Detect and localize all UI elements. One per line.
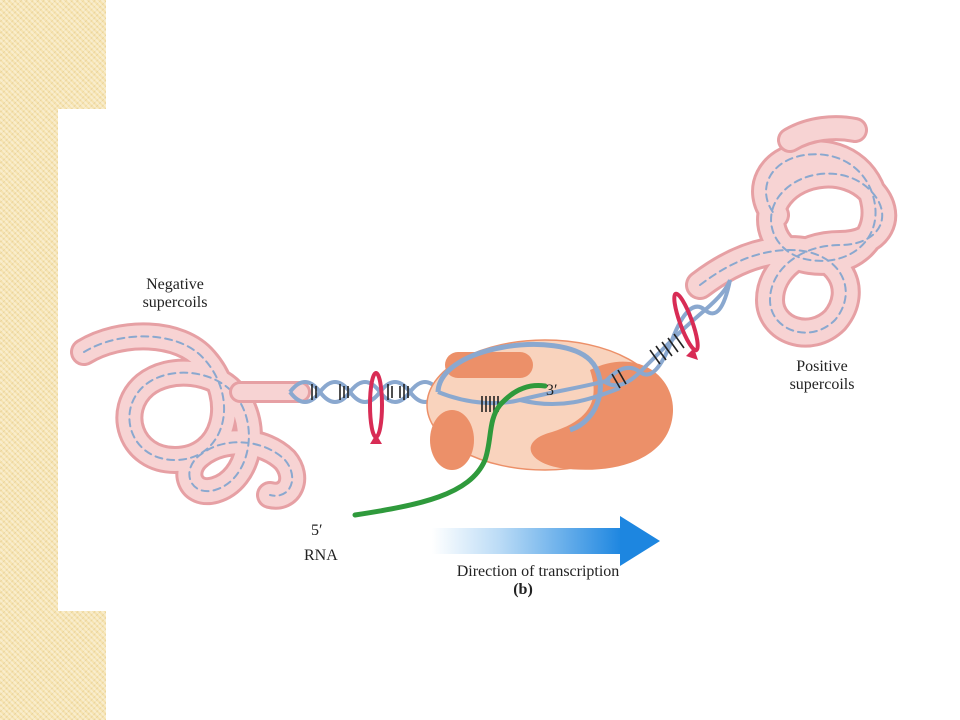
positive-supercoils-label: Positive supercoils	[789, 358, 855, 393]
left-dna-helix	[288, 380, 442, 404]
transcription-bubble-dna	[435, 342, 621, 433]
three-prime-label: 3′	[546, 382, 558, 399]
positive-supercoils-coil	[685, 115, 898, 348]
right-dna-helix	[603, 279, 732, 389]
negative-supercoils-label: Negative supercoils	[142, 276, 208, 311]
direction-label: Direction of transcription	[456, 563, 620, 580]
five-prime-label: 5′	[311, 522, 323, 539]
negative-supercoils-coil	[70, 322, 311, 510]
right-twist-marker	[672, 291, 700, 360]
panel-label: (b)	[513, 581, 533, 598]
rna-label: RNA	[304, 547, 338, 564]
left-twist-marker	[368, 371, 384, 444]
direction-arrow	[432, 516, 660, 566]
rna-strand	[352, 383, 548, 518]
